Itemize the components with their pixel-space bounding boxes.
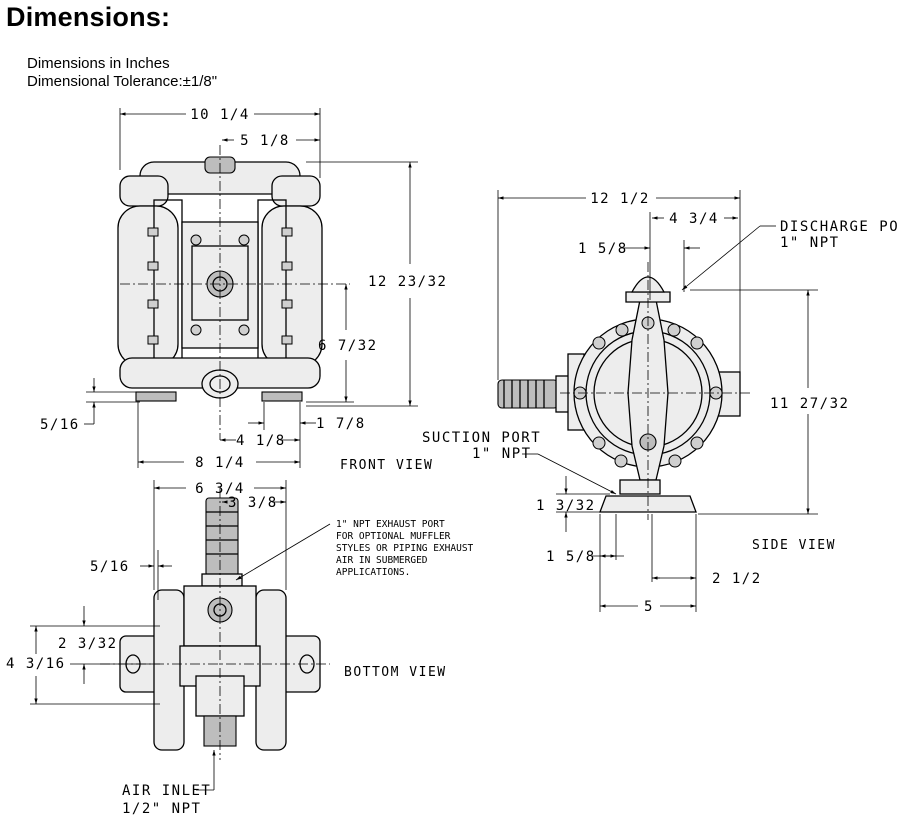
dim-bottom-wall: 5/16: [90, 559, 130, 575]
dim-side-width: 12 1/2: [590, 191, 650, 207]
front-view-dimensions: 10 1/4 5 1/8 12 23/32 6 7/32 5/16 1 7/8 …: [40, 107, 447, 471]
exhaust-note-line-2: FOR OPTIONAL MUFFLER: [336, 531, 451, 542]
dim-front-foot-thickness: 5/16: [40, 417, 80, 433]
bottom-view-dimensions: 6 3/4 3 3/8 5/16 2 3/32 4 3/16: [6, 480, 287, 705]
dim-side-base-height: 1 3/32: [536, 498, 596, 514]
dim-front-foot-offset: 1 7/8: [316, 416, 366, 432]
front-right-foot: [261, 391, 303, 402]
dim-side-discharge-center: 1 5/8: [578, 241, 628, 257]
dim-side-base-width: 5: [644, 599, 654, 615]
tolerance-note: Dimensional Tolerance:±1/8": [27, 73, 218, 90]
discharge-port-label: DISCHARGE PORT: [780, 219, 900, 235]
bottom-callouts: 1" NPT EXHAUST PORT FOR OPTIONAL MUFFLER…: [122, 519, 474, 817]
dim-front-width: 10 1/4: [190, 107, 250, 123]
dim-side-base-offset: 1 5/8: [546, 549, 596, 565]
dim-side-discharge-offset: 4 3/4: [669, 211, 719, 227]
side-view-dimensions: 12 1/2 4 3/4 1 5/8 11 27/32 1 3/32 1 5/8…: [497, 190, 849, 615]
side-suction-neck: [619, 479, 661, 495]
exhaust-note-line-3: STYLES OR PIPING EXHAUST: [336, 543, 474, 554]
dim-front-inlet-height: 6 7/32: [318, 338, 378, 354]
air-inlet-label: AIR INLET: [122, 783, 211, 799]
bottom-view-drawing: [100, 488, 330, 760]
bottom-view-label: BOTTOM VIEW: [344, 665, 447, 680]
front-top-left-elbow: [119, 175, 169, 207]
units-note: Dimensions in Inches: [27, 55, 170, 72]
side-callouts: DISCHARGE PORT 1" NPT SUCTION PORT 1" NP…: [422, 219, 900, 495]
dim-bottom-width: 6 3/4: [195, 481, 245, 497]
suction-port-label: SUCTION PORT: [422, 430, 541, 446]
dim-side-height: 11 27/32: [770, 396, 849, 412]
discharge-port-size: 1" NPT: [780, 235, 840, 251]
exhaust-note-line-4: AIR IN SUBMERGED: [336, 555, 428, 566]
dim-bottom-depth: 4 3/16: [6, 656, 66, 672]
dim-front-foot-center: 4 1/8: [236, 433, 286, 449]
front-top-right-elbow: [271, 175, 321, 207]
front-view-drawing: [117, 145, 350, 440]
dim-front-foot-span: 8 1/4: [195, 455, 245, 471]
dim-front-half-width: 5 1/8: [240, 133, 290, 149]
side-view-label: SIDE VIEW: [752, 538, 836, 553]
dim-side-base-half: 2 1/2: [712, 571, 762, 587]
front-left-foot: [135, 391, 177, 402]
air-inlet-size: 1/2" NPT: [122, 801, 201, 817]
front-view-label: FRONT VIEW: [340, 458, 433, 473]
dim-bottom-half-depth: 2 3/32: [58, 636, 118, 652]
exhaust-note-line-1: 1" NPT EXHAUST PORT: [336, 519, 445, 530]
dim-front-height: 12 23/32: [368, 274, 447, 290]
page-title: Dimensions:: [6, 2, 171, 32]
front-flange-bolts: [147, 227, 293, 345]
side-view-drawing: [497, 262, 750, 520]
dim-bottom-half-width: 3 3/8: [228, 495, 278, 511]
suction-port-size: 1" NPT: [472, 446, 532, 462]
exhaust-note-line-5: APPLICATIONS.: [336, 567, 410, 578]
